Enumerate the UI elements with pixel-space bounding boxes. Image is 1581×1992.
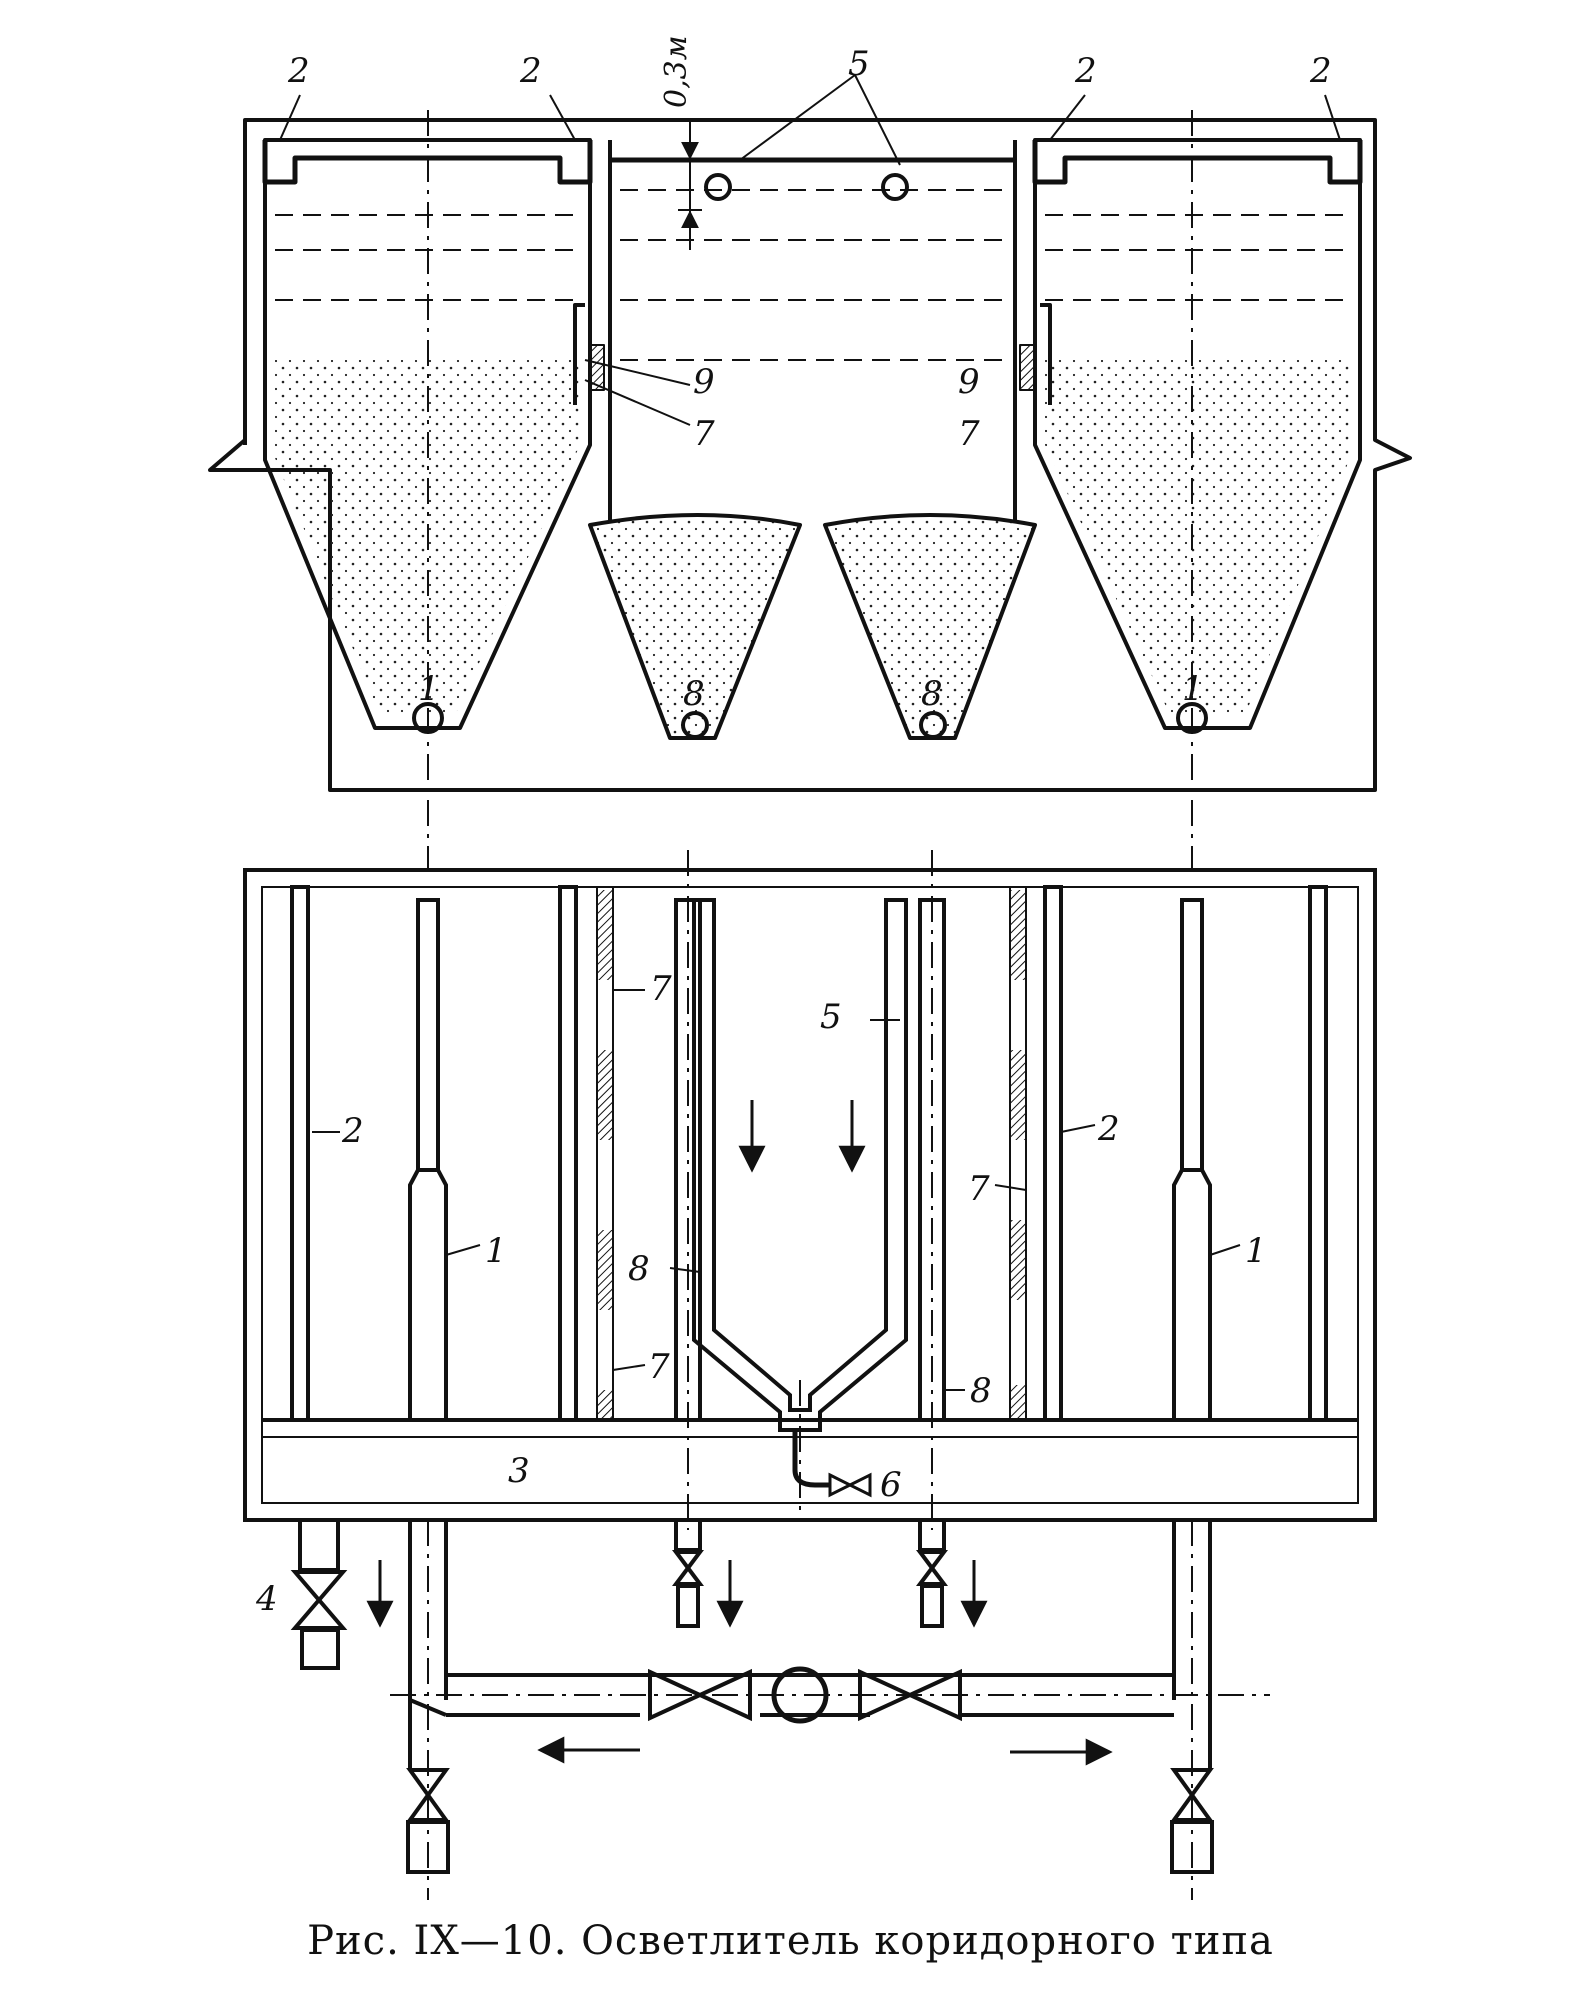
label-2-a: 2 [287,51,310,91]
label-2-c: 2 [1074,51,1097,91]
header-pipe [446,1673,1174,1717]
plan-label-2-right: 2 [1097,1109,1120,1149]
plan-labels: 2 2 1 1 7 7 7 8 8 5 3 6 [341,969,1267,1505]
middle-hopper-right [823,513,1037,740]
plan-trough-2-midright [1043,885,1063,1422]
left-riser [408,1520,448,1770]
section-labels: 2 2 2 2 5 9 7 9 7 1 1 8 8 0,3м [287,35,1332,714]
plan-label-2-left: 2 [341,1111,364,1151]
plan-label-1-right: 1 [1245,1231,1267,1271]
middle-hopper-left [588,513,802,740]
right-chamber-stipple [1045,360,1350,715]
outlet-8-left [672,1518,704,1628]
label-8-left: 8 [683,674,705,714]
plan-inner [261,886,1359,1504]
plan-label-3: 3 [508,1451,530,1491]
pipe-5-right [881,173,909,201]
plan-pipe-1-right-thick [1172,1168,1212,1422]
plan-label-8-left: 8 [628,1249,650,1289]
label-7-right: 7 [958,414,980,454]
label-9-right: 9 [958,362,980,402]
water-level-lines [275,189,1350,361]
plan-collector-5 [692,898,908,1432]
plan-trough-2-right [1308,885,1328,1422]
label-2-d: 2 [1309,51,1332,91]
label-1-right: 1 [1182,669,1204,709]
right-riser [1172,1520,1212,1770]
label-7-left: 7 [693,414,715,454]
right-trough [1032,140,1363,185]
figure-caption: Рис. IX—10. Осветлитель коридорного типа [307,1918,1274,1964]
label-9-left: 9 [693,362,715,402]
valve-4 [290,1570,348,1630]
axis-lines [427,110,1193,870]
right-sludge-window [1019,344,1035,391]
outlet-4-top [298,1518,340,1572]
label-1-left: 1 [418,669,440,709]
label-4: 4 [255,1579,278,1619]
plan-label-1-left: 1 [485,1231,507,1271]
plan-pipe-1-right-thin [1180,898,1204,1172]
plan-label-5: 5 [820,997,842,1037]
plan-pipe-1-left-thick [408,1168,448,1422]
label-2-b: 2 [519,51,542,91]
label-8-right: 8 [921,674,943,714]
plan-label-6: 6 [880,1465,902,1505]
outlet-4-bottom [300,1628,340,1670]
plan-trough-2-midleft [558,885,578,1422]
pipe-8-left [681,711,709,739]
left-canopy [573,303,585,405]
plan-trough-2-left [290,885,310,1422]
plan-label-7-a: 7 [650,969,672,1009]
pipe-5-left [704,173,732,201]
plan-pipe-1-left-thin [416,898,440,1172]
external-piping [290,850,1270,1900]
label-5-section: 5 [848,44,870,84]
section-view [208,74,1412,870]
housing-outline [208,118,1412,792]
plan-label-8-right: 8 [970,1371,992,1411]
outlet-8-right [916,1518,948,1628]
plan-outer [243,868,1377,1522]
left-sludge-window [589,344,605,391]
dimension-label: 0,3м [659,35,694,108]
section-leaders [279,74,1341,426]
dimension-marker [678,120,702,250]
plan-view [243,868,1377,1522]
plan-label-7-b: 7 [648,1347,670,1387]
pipe-8-right [919,711,947,739]
plan-valve-6 [828,1472,872,1498]
plan-label-7-c: 7 [968,1169,990,1209]
right-canopy [1040,303,1052,405]
